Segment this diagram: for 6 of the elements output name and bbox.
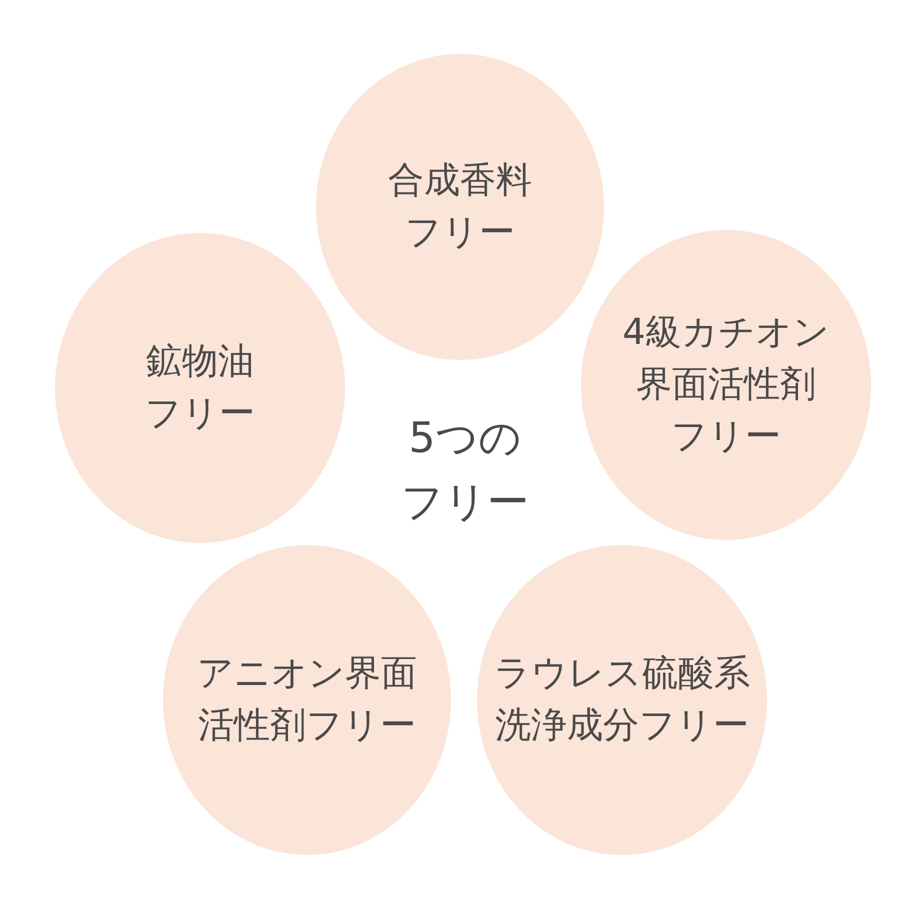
circle-label: アニオン界面活性剤フリー: [197, 652, 417, 748]
circle-label: 4級カチオン界面活性剤フリー: [622, 311, 830, 459]
circle-label: ラウレス硫酸系洗浄成分フリー: [494, 652, 750, 748]
circle-label: 鉱物油フリー: [145, 340, 255, 436]
center-title: 5つのフリー: [401, 412, 529, 528]
circle-label: 合成香料フリー: [388, 159, 532, 255]
